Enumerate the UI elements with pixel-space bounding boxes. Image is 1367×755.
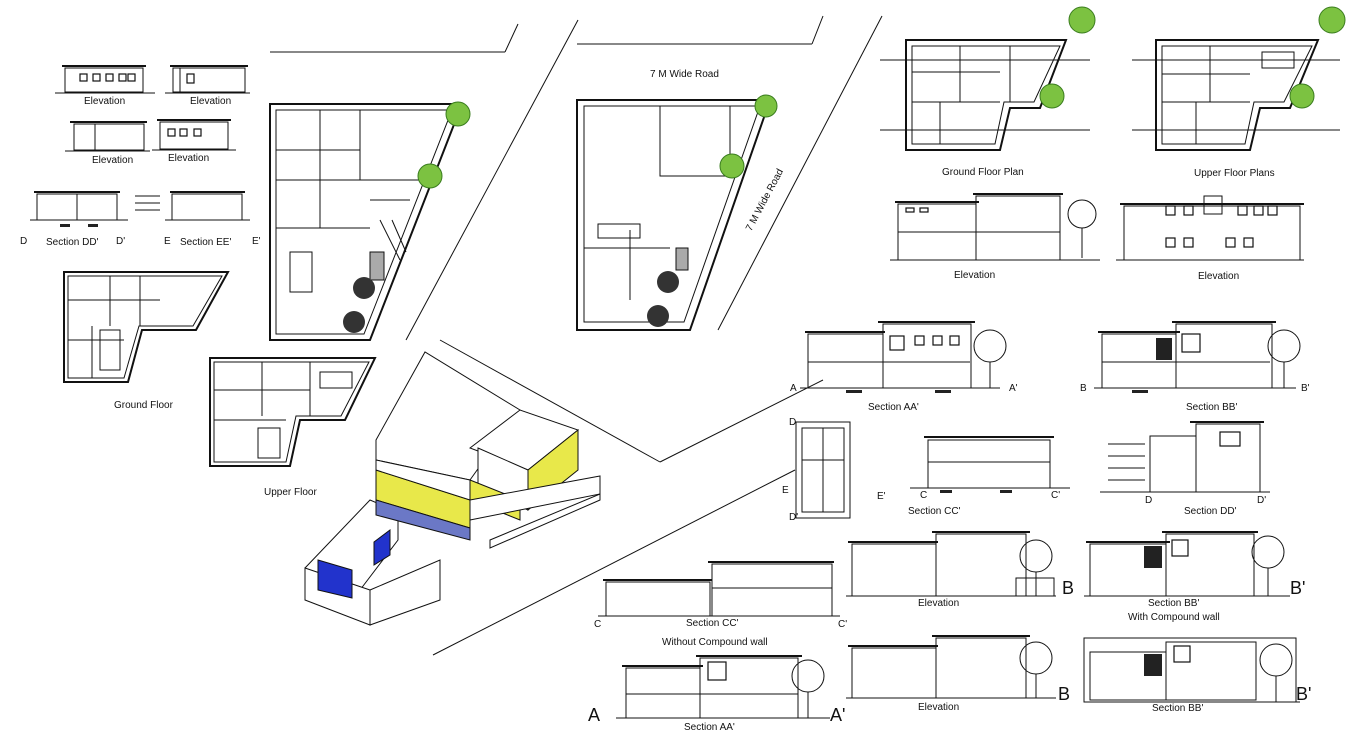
key-plan xyxy=(795,421,851,519)
label-with-compound: With Compound wall xyxy=(1128,612,1220,623)
upper-floor-plan-right xyxy=(1132,39,1340,151)
section-marker: C' xyxy=(838,619,848,630)
label-section-cc: Section CC' xyxy=(686,618,739,629)
section-marker: B' xyxy=(1301,383,1310,394)
road-site-plan xyxy=(576,99,772,331)
label-elevation: Elevation xyxy=(1198,271,1240,282)
section-marker: E xyxy=(164,236,171,247)
elevation-thumb-4 xyxy=(152,119,236,151)
label-elevation: Elevation xyxy=(190,96,232,107)
section-ee-thumb xyxy=(165,191,250,221)
isometric-building xyxy=(304,351,601,626)
elevation-thumb-3 xyxy=(65,121,150,152)
section-bb-last xyxy=(1083,637,1300,703)
section-dd-thumb xyxy=(30,191,160,227)
label-section-aa: Section AA' xyxy=(684,722,735,733)
label-elevation: Elevation xyxy=(918,598,960,609)
label-elevation: Elevation xyxy=(954,270,996,281)
label-elevation: Elevation xyxy=(92,155,134,166)
bottom-section-aa xyxy=(616,655,830,719)
label-section-bb: Section BB' xyxy=(1148,598,1200,609)
label-section-dd: Section DD' xyxy=(46,237,99,248)
elevation-right-2 xyxy=(1116,195,1304,261)
label-elevation: Elevation xyxy=(84,96,126,107)
label-section-bb: Section BB' xyxy=(1186,402,1238,413)
road-lines xyxy=(270,15,883,656)
label-ground-floor: Ground Floor xyxy=(114,400,173,411)
section-marker: A xyxy=(790,383,797,394)
central-site-plan xyxy=(269,103,464,341)
section-marker: D' xyxy=(116,236,126,247)
elevation-thumb-1 xyxy=(55,65,155,94)
section-marker: A' xyxy=(1009,383,1018,394)
section-marker: C xyxy=(594,619,602,630)
label-elevation: Elevation xyxy=(168,153,210,164)
label-without-compound: Without Compound wall xyxy=(662,637,768,648)
section-marker: A xyxy=(588,705,601,725)
section-marker: B' xyxy=(1290,578,1306,598)
section-marker: A' xyxy=(830,705,846,725)
label-section-dd: Section DD' xyxy=(1184,506,1237,517)
label-section-aa: Section AA' xyxy=(868,402,919,413)
label-section-cc: Section CC' xyxy=(908,506,961,517)
label-road: 7 M Wide Road xyxy=(650,69,719,80)
section-marker: C xyxy=(920,490,928,501)
section-bb-compound xyxy=(1084,531,1290,597)
section-marker: D xyxy=(1145,495,1153,506)
upper-floor-plan-left xyxy=(209,357,377,467)
section-marker: B xyxy=(1062,578,1075,598)
section-bb xyxy=(1094,321,1296,393)
elevation-thumb-2 xyxy=(165,65,250,94)
label-section-ee: Section EE' xyxy=(180,237,232,248)
section-marker: C' xyxy=(1051,490,1061,501)
section-marker: D xyxy=(20,236,28,247)
trees xyxy=(343,6,1346,718)
bottom-elevation-2 xyxy=(846,635,1056,699)
key-marker: E xyxy=(782,485,789,496)
ground-floor-plan-left xyxy=(63,271,230,383)
section-marker: B xyxy=(1080,383,1087,394)
section-dd-right xyxy=(1100,421,1270,493)
label-upper-floor: Upper Floor xyxy=(264,487,317,498)
section-marker: B' xyxy=(1296,684,1312,704)
section-marker: B xyxy=(1058,684,1071,704)
key-marker: D' xyxy=(789,512,799,523)
label-elevation: Elevation xyxy=(918,702,960,713)
label-upper-floor-plans: Upper Floor Plans xyxy=(1194,168,1275,179)
elevation-right-1 xyxy=(890,193,1100,261)
section-aa xyxy=(800,321,1000,393)
section-marker: D' xyxy=(1257,495,1267,506)
bottom-section-cc xyxy=(598,561,840,617)
key-marker: D xyxy=(789,417,797,428)
section-cc xyxy=(910,436,1070,493)
key-marker: E' xyxy=(877,491,886,502)
label-ground-floor-plan: Ground Floor Plan xyxy=(942,167,1024,178)
bottom-elevation-1 xyxy=(846,531,1056,597)
section-marker: E' xyxy=(252,236,261,247)
ground-floor-plan-right xyxy=(880,39,1090,151)
label-section-bb: Section BB' xyxy=(1152,703,1204,714)
